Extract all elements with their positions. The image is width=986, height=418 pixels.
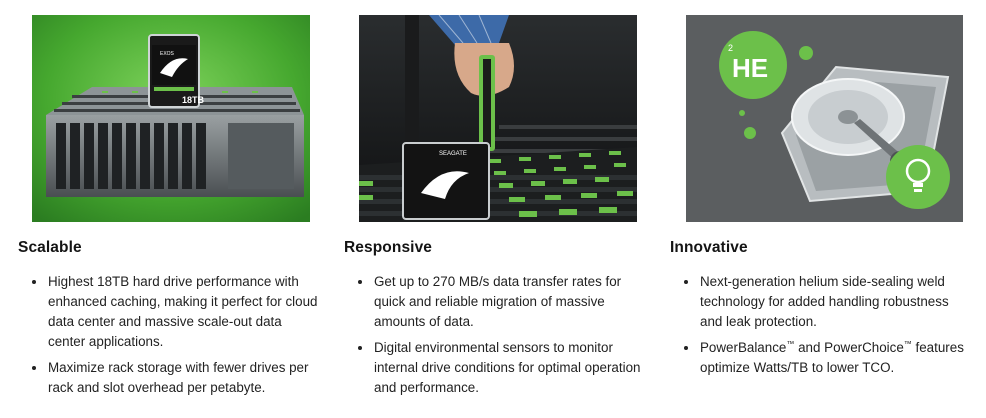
lightbulb-icon — [905, 158, 931, 184]
badge-superscript: 2 — [728, 43, 733, 53]
powerchoice-text: and PowerChoice — [794, 340, 904, 355]
drive-brand-label: SEAGATE — [439, 151, 467, 157]
list-item: Get up to 270 MB/s data transfer rates f… — [344, 272, 644, 332]
feature-bullet-list: Highest 18TB hard drive performance with… — [18, 272, 318, 404]
drive-brand-label: EXOS — [160, 51, 175, 57]
feature-title: Scalable — [18, 239, 82, 256]
list-item: Maximize rack storage with fewer drives … — [18, 358, 318, 398]
tco-text: features optimize Watts/TB to lower TCO. — [700, 340, 964, 375]
feature-title: Responsive — [344, 239, 433, 256]
feature-bullet-list: Next-generation helium side-sealing weld… — [670, 272, 970, 384]
list-item: Next-generation helium side-sealing weld… — [670, 272, 970, 332]
feature-bullet-list: Get up to 270 MB/s data transfer rates f… — [344, 272, 644, 404]
helium-drive-image: 2 HE — [686, 15, 963, 222]
list-item: Digital environmental sensors to monitor… — [344, 338, 644, 398]
powerbalance-text: PowerBalance — [700, 340, 787, 355]
list-item: PowerBalance™ and PowerChoice™ features … — [670, 338, 970, 378]
trademark-symbol: ™ — [786, 339, 795, 349]
drive-capacity-label: 18TB — [182, 95, 205, 105]
feature-title: Innovative — [670, 239, 748, 256]
trademark-symbol: ™ — [903, 339, 912, 349]
list-item: Highest 18TB hard drive performance with… — [18, 272, 318, 352]
drive-insertion-image: SEAGATE — [359, 15, 637, 222]
storage-enclosure-image: 18TB EXOS — [32, 15, 310, 222]
helium-badge-text: HE — [732, 53, 768, 83]
